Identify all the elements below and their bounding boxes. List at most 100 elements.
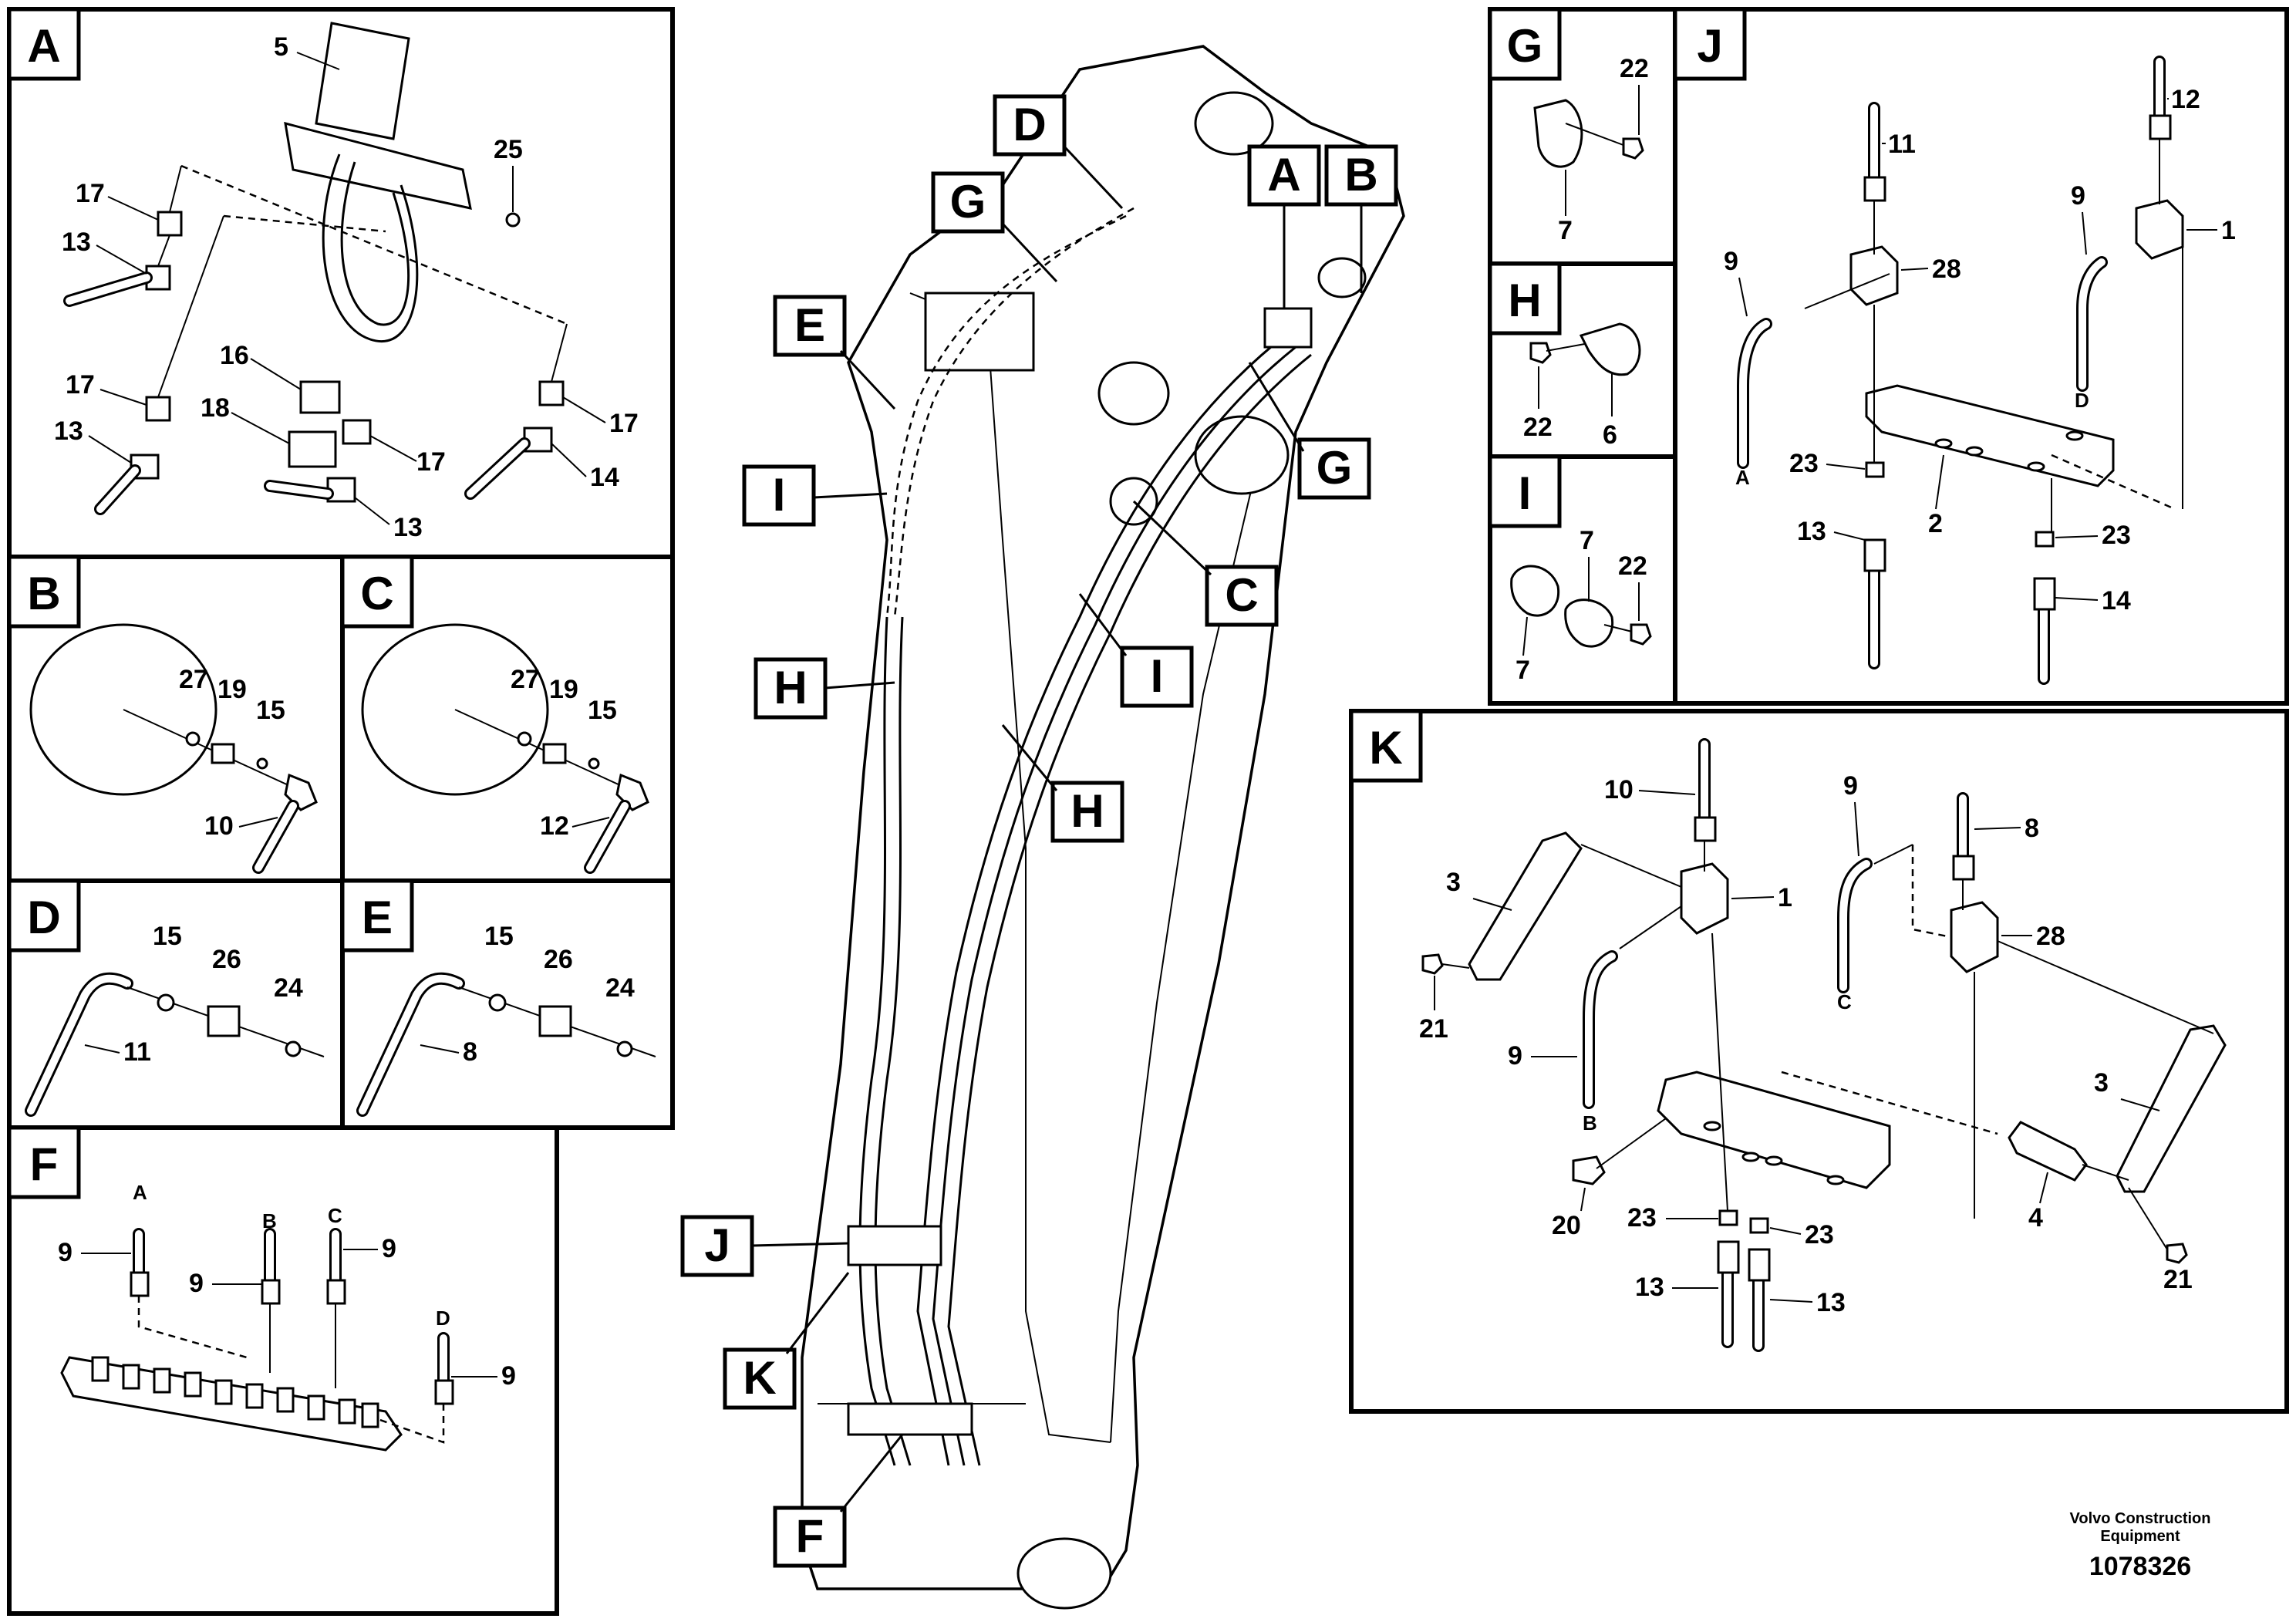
port-c-f: C: [328, 1204, 342, 1227]
label-28-j: 28: [1932, 255, 1961, 284]
callout-i-main-left: I: [742, 464, 888, 527]
callout-f-main: F: [773, 1434, 904, 1568]
port-c-k: C: [1837, 990, 1852, 1013]
main-callouts: D G E I A B G: [680, 94, 1398, 1568]
tee-1-j: [2135, 199, 2184, 260]
bracket-2-j: [1865, 384, 2115, 487]
label-9-f2: 9: [189, 1269, 204, 1298]
label-9-j1: 9: [1724, 247, 1738, 276]
label-5: 5: [274, 32, 288, 62]
detail-panel-e: E 15 26 24 8: [340, 878, 675, 1130]
ring-24-e: [616, 1040, 633, 1057]
callout-a-main: A: [1247, 144, 1321, 309]
label-3-k2: 3: [2094, 1068, 2109, 1098]
seal-15-e: [488, 993, 507, 1012]
label-17-a2: 17: [66, 370, 95, 400]
hose-bundle-right-3: [947, 353, 1312, 1466]
label-23-k2: 23: [1805, 1220, 1834, 1249]
detail-panel-k: K: [1349, 709, 2289, 1414]
label-15-d: 15: [153, 922, 182, 951]
label-28-k: 28: [2036, 922, 2065, 951]
fitting-16: [299, 380, 341, 414]
callout-j-main: J: [680, 1215, 849, 1277]
label-11-j: 11: [1888, 130, 1916, 159]
label-27-b: 27: [179, 665, 208, 694]
fitting-13-j: [1863, 538, 1886, 572]
callout-label: D: [1013, 99, 1046, 150]
label-15-e: 15: [484, 922, 514, 951]
callout-label: F: [796, 1510, 824, 1562]
label-17-a1: 17: [76, 179, 105, 208]
callout-c-main: C: [1132, 500, 1279, 627]
hose-route-upper-dashed: [885, 214, 1127, 618]
label-13-k1: 13: [1635, 1273, 1664, 1302]
label-17-a3: 17: [416, 447, 446, 477]
panel-k-label: K: [1369, 722, 1402, 774]
label-8-e: 8: [463, 1037, 477, 1067]
seal-15-d: [157, 993, 175, 1012]
panel-b-label: B: [27, 568, 60, 619]
detail-panel-a: A 5 25 17 13 16: [7, 7, 675, 559]
washer-27-c: [517, 731, 532, 747]
tee-1-k: [1680, 862, 1729, 935]
label-26-d: 26: [212, 945, 241, 974]
callout-label: G: [950, 176, 986, 228]
detail-panel-h: H 22 6: [1488, 261, 1677, 459]
hose-bundle-right: [916, 338, 1281, 1466]
fitting-12-j: [2149, 114, 2172, 140]
label-17-a4: 17: [609, 409, 639, 438]
callout-label: E: [794, 299, 825, 351]
panel-f-label: F: [30, 1138, 59, 1190]
label-9-k1: 9: [1843, 771, 1858, 801]
detail-panel-d: D 15 26 24 11: [7, 878, 345, 1130]
plate-k: [1657, 1071, 1891, 1189]
label-22-h: 22: [1523, 413, 1553, 442]
label-8-k: 8: [2025, 814, 2039, 843]
label-22-g: 22: [1620, 54, 1649, 83]
mounting-plate: [315, 22, 410, 140]
detail-panel-j: J A D 11 12 9: [1673, 7, 2289, 706]
panel-d-label: D: [27, 892, 60, 943]
route-a-2: [223, 214, 386, 233]
label-1-j: 1: [2221, 216, 2236, 245]
nut-23-j2: [2035, 531, 2055, 548]
fitting-17-ll: [145, 396, 171, 422]
tip-pin: [1017, 1537, 1112, 1610]
label-24-d: 24: [274, 973, 303, 1003]
callout-i-main-right: I: [1078, 593, 1194, 708]
label-25: 25: [494, 135, 523, 164]
callout-h-main-left: H: [754, 657, 895, 720]
fitting-8-k: [1952, 855, 1975, 881]
mid-pin: [1194, 415, 1290, 495]
seal-15-b: [256, 757, 268, 770]
detail-panel-f: F A B C D 9: [7, 1125, 559, 1616]
roller-4-k: [2008, 1121, 2088, 1182]
callout-label: G: [1317, 442, 1353, 494]
bracket-pin: [1317, 257, 1367, 298]
plug-26-d: [207, 1005, 241, 1037]
callout-label: K: [743, 1352, 776, 1404]
clamp-bracket: [284, 121, 472, 210]
label-6-h: 6: [1603, 420, 1617, 450]
fitting-c-f: [326, 1279, 346, 1305]
clamp-7-i-left: [1510, 565, 1560, 617]
bolt-22-g: [1622, 137, 1644, 160]
port-b-f: B: [262, 1209, 277, 1233]
boom-pivot-pin: [1194, 91, 1274, 156]
clamp-block-a: [1263, 307, 1313, 349]
label-24-e: 24: [605, 973, 635, 1003]
label-23-j2: 23: [2102, 521, 2131, 550]
footer-block: Volvo Construction Equipment 1078326: [2070, 1510, 2211, 1581]
fitting-13-k1: [1717, 1240, 1740, 1274]
nut-23-j1: [1865, 461, 1885, 478]
port-d-f: D: [436, 1307, 450, 1330]
label-19-c: 19: [549, 675, 578, 704]
panel-e-label: E: [362, 892, 393, 943]
fitting-13-k2: [1748, 1248, 1771, 1282]
hose-loop-2: [340, 161, 410, 326]
bolt-22-h: [1529, 342, 1552, 364]
label-22-i: 22: [1618, 551, 1647, 581]
label-15-c: 15: [588, 696, 617, 725]
manifold-block-f: [847, 1402, 973, 1436]
label-10-k: 10: [1604, 775, 1633, 804]
